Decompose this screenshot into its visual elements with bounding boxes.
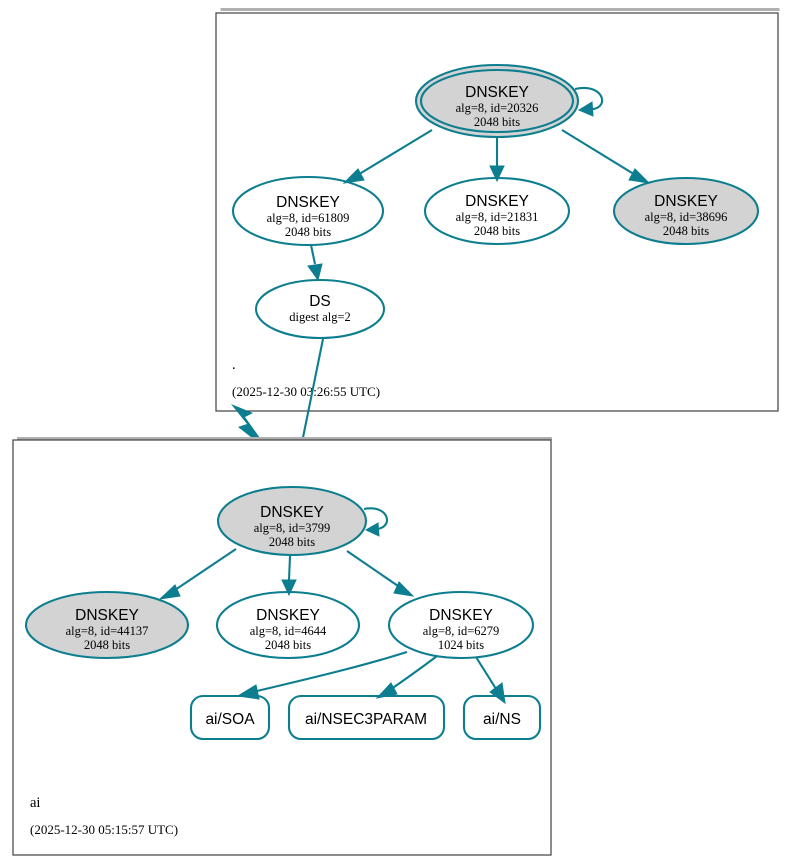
edge-line <box>171 548 237 593</box>
edge-line <box>346 550 402 589</box>
rrset-ai-ns[interactable]: ai/NS <box>462 694 542 741</box>
edge-line <box>561 129 638 177</box>
node-ellipse-inner <box>419 68 575 134</box>
edge-arrowhead <box>281 579 297 597</box>
node-title: DNSKEY <box>465 84 529 101</box>
node-line2: alg=8, id=44137 <box>66 624 149 638</box>
node-line3: 2048 bits <box>84 638 130 652</box>
node-root-ksk-20326[interactable]: DNSKEY alg=8, id=20326 2048 bits <box>414 63 604 139</box>
edge-arrowhead <box>489 165 505 183</box>
node-line2: alg=8, id=21831 <box>456 210 539 224</box>
edge-root-ksk-to-21831 <box>489 137 505 183</box>
edge-arrowhead <box>628 168 651 184</box>
node-ellipse <box>216 485 368 557</box>
node-title: DNSKEY <box>256 607 320 624</box>
node-ellipse <box>231 175 385 247</box>
edge-root-ksk-to-61809 <box>342 129 433 184</box>
node-title: DNSKEY <box>429 607 493 624</box>
edge-arrowhead <box>375 682 398 699</box>
rrset-ai-nsec3param[interactable]: ai/NSEC3PARAM <box>287 694 446 741</box>
zone-cluster-ai: DNSKEY alg=8, id=3799 2048 bits DNSKEY a… <box>12 437 552 856</box>
rrset-label: ai/SOA <box>205 711 255 728</box>
node-line2: alg=8, id=3799 <box>254 521 331 535</box>
rrset-label: ai/NS <box>483 711 521 728</box>
self-sign-loop <box>574 86 604 111</box>
node-line3: 2048 bits <box>265 638 311 652</box>
zone-root-name: . <box>232 357 236 373</box>
edge-arrowhead <box>236 684 260 700</box>
edge-line <box>309 244 317 265</box>
node-line3: 2048 bits <box>269 535 315 549</box>
edge-arrowhead <box>342 168 365 184</box>
node-root-zsk-61809[interactable]: DNSKEY alg=8, id=61809 2048 bits <box>231 175 385 247</box>
node-line3: 2048 bits <box>474 115 520 129</box>
node-line2: alg=8, id=6279 <box>423 624 500 638</box>
edge-line <box>355 129 433 177</box>
node-line2: alg=8, id=4644 <box>250 624 327 638</box>
node-title: DNSKEY <box>260 504 324 521</box>
rrset-ai-soa[interactable]: ai/SOA <box>189 694 271 741</box>
node-title: DNSKEY <box>465 193 529 210</box>
node-title: DNSKEY <box>75 607 139 624</box>
node-ai-zsk-6279[interactable]: DNSKEY alg=8, id=6279 1024 bits <box>387 590 535 660</box>
node-ai-key-44137[interactable]: DNSKEY alg=8, id=44137 2048 bits <box>24 590 190 660</box>
rrset-box <box>189 694 271 741</box>
node-line2: digest alg=2 <box>289 310 351 324</box>
node-line2: alg=8, id=61809 <box>267 211 350 225</box>
edge-61809-to-ds <box>307 244 323 282</box>
node-ds-ai[interactable]: DS digest alg=2 <box>254 278 386 340</box>
node-line3: 1024 bits <box>438 638 484 652</box>
node-line2: alg=8, id=20326 <box>456 101 539 115</box>
node-ellipse <box>612 176 760 246</box>
edge-ai-ksk-to-4644 <box>281 555 297 597</box>
edge-arrowhead <box>489 682 506 705</box>
edge-line <box>475 656 497 690</box>
zone-ai-timestamp: (2025-12-30 05:15:57 UTC) <box>30 822 178 837</box>
edge-6279-to-soa <box>236 650 408 700</box>
edge-line <box>287 555 292 581</box>
edge-arrowhead <box>307 263 323 282</box>
node-ai-key-4644[interactable]: DNSKEY alg=8, id=4644 2048 bits <box>215 590 361 660</box>
edge-6279-to-nsec3param <box>375 655 438 699</box>
rrset-label: ai/NSEC3PARAM <box>305 711 427 728</box>
rrset-box <box>287 694 446 741</box>
node-ellipse <box>387 590 535 660</box>
node-title: DS <box>309 293 331 310</box>
self-sign-arrowhead <box>364 522 380 537</box>
node-ellipse <box>24 590 190 660</box>
node-title: DNSKEY <box>276 194 340 211</box>
node-line3: 2048 bits <box>663 224 709 238</box>
edge-6279-to-ns <box>475 656 506 705</box>
zone-cluster-root: DNSKEY alg=8, id=20326 2048 bits DNSKEY … <box>215 8 780 412</box>
node-ellipse <box>254 278 386 340</box>
zone-root-timestamp: (2025-12-30 03:26:55 UTC) <box>232 384 380 399</box>
self-sign-arrowhead <box>577 101 594 117</box>
edge-ai-ksk-to-44137 <box>158 548 237 600</box>
edge-root-ksk-to-38696 <box>561 129 651 184</box>
node-ai-ksk-3799[interactable]: DNSKEY alg=8, id=3799 2048 bits <box>216 485 388 557</box>
node-line2: alg=8, id=38696 <box>645 210 728 224</box>
node-title: DNSKEY <box>654 193 718 210</box>
edge-line <box>252 650 408 694</box>
node-line3: 2048 bits <box>474 224 520 238</box>
edge-ai-ksk-to-6279 <box>346 550 415 597</box>
edge-arrowhead <box>393 581 415 597</box>
node-line3: 2048 bits <box>285 225 331 239</box>
edge-arrowhead <box>158 584 181 600</box>
node-root-zsk-38696[interactable]: DNSKEY alg=8, id=38696 2048 bits <box>612 176 760 246</box>
zone-ai-name: ai <box>30 795 40 811</box>
node-root-zsk-21831[interactable]: DNSKEY alg=8, id=21831 2048 bits <box>423 176 571 246</box>
